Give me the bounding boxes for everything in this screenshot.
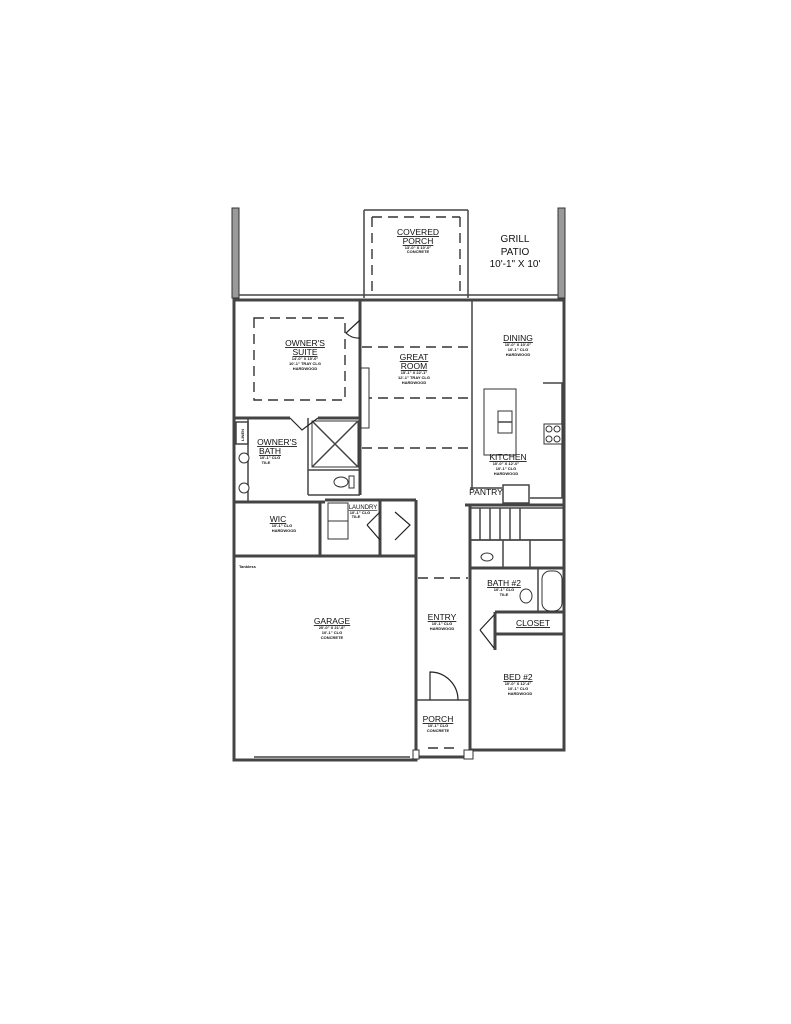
svg-text:TILE: TILE [500,592,509,597]
svg-text:GRILL: GRILL [501,234,530,245]
kitchen-fixtures [483,382,563,499]
label-kitchen: KITCHEN 10'-0" X 12'-0" 10'-1" CLG HARDW… [489,452,526,476]
bath2-toilet [519,588,533,604]
label-laundry: LAUNDRY 10'-1" CLG TILE [349,505,378,519]
label-closet: CLOSET [516,618,550,628]
label-grill-patio: GRILL PATIO 10'-1" X 10' [490,234,541,270]
svg-text:10'-1" CLG: 10'-1" CLG [272,523,292,528]
svg-text:13'-0" X 10'-0": 13'-0" X 10'-0" [405,245,432,250]
svg-text:10'-1" X 10': 10'-1" X 10' [490,259,541,270]
bath2-sink [480,552,494,562]
porch-column [463,749,474,760]
label-tankless: Tankless [239,564,257,569]
svg-text:BED #2: BED #2 [503,672,533,682]
svg-text:15'-1" X 22'-1": 15'-1" X 22'-1" [401,370,428,375]
svg-text:10'-1" CLG: 10'-1" CLG [322,630,342,635]
svg-text:SUITE: SUITE [292,347,317,357]
doors [289,319,495,701]
svg-text:10'-1" CLG: 10'-1" CLG [496,466,516,471]
svg-text:ROOM: ROOM [401,361,427,371]
svg-text:14'-0" X 15'-0": 14'-0" X 15'-0" [292,356,319,361]
label-dining: DINING 10'-0" X 10'-0" 10'-1" CLG HARDWO… [503,333,533,357]
svg-text:12'-1" TRAY CLG: 12'-1" TRAY CLG [398,375,430,380]
svg-text:DINING: DINING [503,333,533,343]
svg-text:GREAT: GREAT [400,352,429,362]
svg-text:HARDWOOD: HARDWOOD [506,352,531,357]
svg-text:HARDWOOD: HARDWOOD [293,366,318,371]
svg-text:10'-0" X 10'-0": 10'-0" X 10'-0" [505,342,532,347]
label-wic: WIC 10'-1" CLG HARDWOOD [270,514,297,533]
label-garage: GARAGE 20'-0" X 21'-8" 10'-1" CLG CONCRE… [314,616,351,640]
label-owners-suite: OWNER'S SUITE 14'-0" X 15'-0" 10'-1" TRA… [285,338,325,371]
svg-text:TILE: TILE [352,514,361,519]
svg-text:10'-1" CLG: 10'-1" CLG [508,347,528,352]
shower [311,420,359,468]
toilet [333,476,349,488]
label-pantry: PANTRY [469,487,503,497]
owners-suite-tray [253,317,346,401]
svg-text:PORCH: PORCH [403,236,434,246]
svg-text:PORCH: PORCH [423,714,454,724]
label-great-room: GREAT ROOM 15'-1" X 22'-1" 12'-1" TRAY C… [398,352,430,385]
svg-text:20'-0" X 21'-8": 20'-0" X 21'-8" [319,625,346,630]
sink [238,482,250,494]
label-covered-porch: COVERED PORCH 13'-0" X 10'-0" CONCRETE [397,227,439,254]
label-entry: ENTRY 10'-1" CLG HARDWOOD [428,612,457,631]
patio-wall-left [231,207,240,299]
svg-text:GARAGE: GARAGE [314,616,351,626]
svg-text:OWNER'S: OWNER'S [285,338,325,348]
svg-text:10'-0" X 12'-4": 10'-0" X 12'-4" [505,681,532,686]
covered-porch-outline [363,209,469,298]
great-room-tray [362,346,470,449]
svg-text:10'-0" X 12'-0": 10'-0" X 12'-0" [493,461,520,466]
svg-text:HARDWOOD: HARDWOOD [402,380,427,385]
interior-walls [234,300,564,760]
svg-text:10'-1" TRAY CLG: 10'-1" TRAY CLG [289,361,321,366]
svg-text:HARDWOOD: HARDWOOD [430,626,455,631]
svg-text:BATH #2: BATH #2 [487,578,521,588]
linen-closet [235,421,249,445]
svg-text:10'-1" CLG: 10'-1" CLG [260,455,280,460]
label-linen: LINEN [240,429,245,441]
stairs [469,507,565,568]
porch-column [412,749,420,760]
svg-text:10'-1" CLG: 10'-1" CLG [428,723,448,728]
svg-text:KITCHEN: KITCHEN [489,452,526,462]
svg-text:ENTRY: ENTRY [428,612,457,622]
svg-text:LAUNDRY: LAUNDRY [349,505,378,511]
svg-text:PATIO: PATIO [501,247,530,258]
svg-text:HARDWOOD: HARDWOOD [508,691,533,696]
svg-text:HARDWOOD: HARDWOOD [272,528,297,533]
svg-text:OWNER'S: OWNER'S [257,437,297,447]
svg-text:HARDWOOD: HARDWOOD [494,471,519,476]
svg-text:CONCRETE: CONCRETE [407,249,430,254]
svg-text:10'-1" CLG: 10'-1" CLG [350,510,370,515]
svg-text:TILE: TILE [262,460,271,465]
svg-text:BATH: BATH [259,446,281,456]
svg-text:10'-1" CLG: 10'-1" CLG [432,621,452,626]
bathtub [541,570,563,612]
svg-text:10'-1" CLG: 10'-1" CLG [508,686,528,691]
svg-text:CONCRETE: CONCRETE [321,635,344,640]
label-porch: PORCH 10'-1" CLG CONCRETE [423,714,454,733]
svg-text:10'-1" CLG: 10'-1" CLG [494,587,514,592]
fireplace [360,367,370,429]
washer-dryer [327,502,349,540]
svg-text:WIC: WIC [270,514,287,524]
label-bath-2: BATH #2 10'-1" CLG TILE [487,578,521,597]
svg-text:COVERED: COVERED [397,227,439,237]
sink [238,452,250,464]
patio-wall-right [557,207,566,299]
label-owners-bath: OWNER'S BATH 10'-1" CLG TILE [257,437,297,465]
svg-text:CONCRETE: CONCRETE [427,728,450,733]
label-bed-2: BED #2 10'-0" X 12'-4" 10'-1" CLG HARDWO… [503,672,533,696]
